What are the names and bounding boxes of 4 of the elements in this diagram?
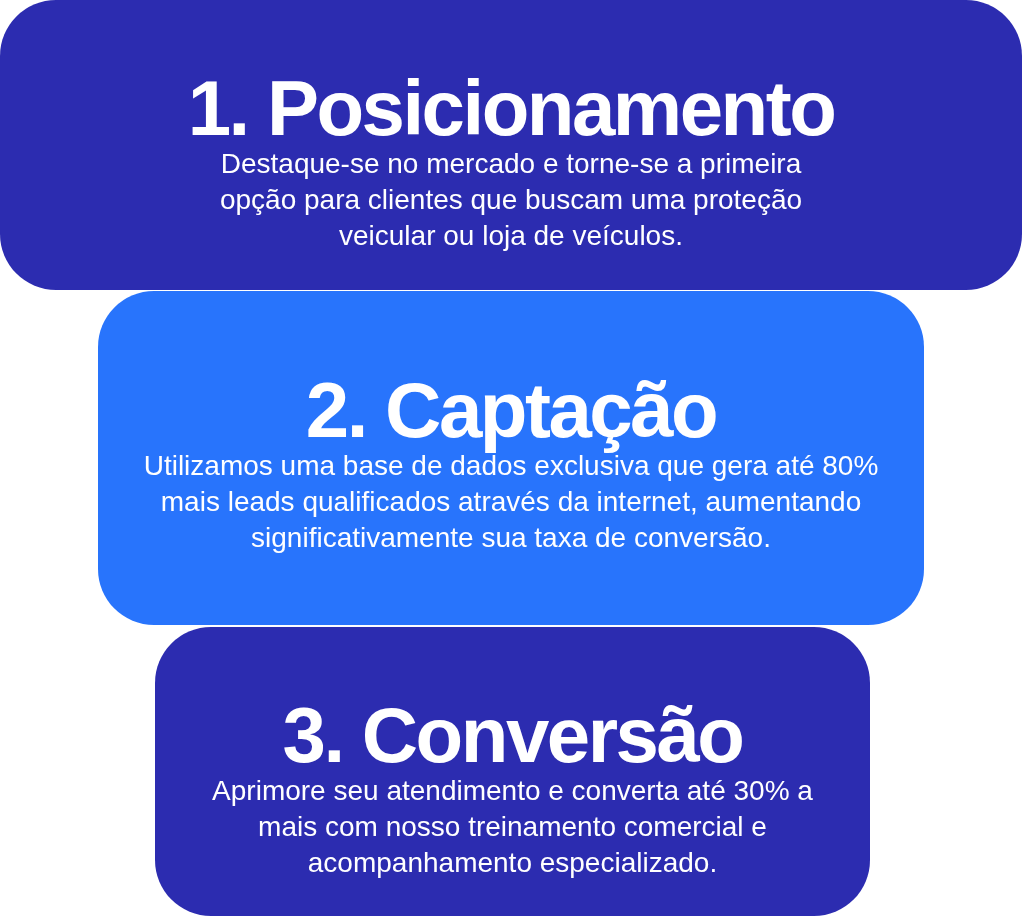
step-card	[155, 627, 870, 916]
step-card	[0, 0, 1022, 290]
step-heading: 2. Captação	[304, 365, 718, 455]
step-card	[98, 291, 924, 625]
